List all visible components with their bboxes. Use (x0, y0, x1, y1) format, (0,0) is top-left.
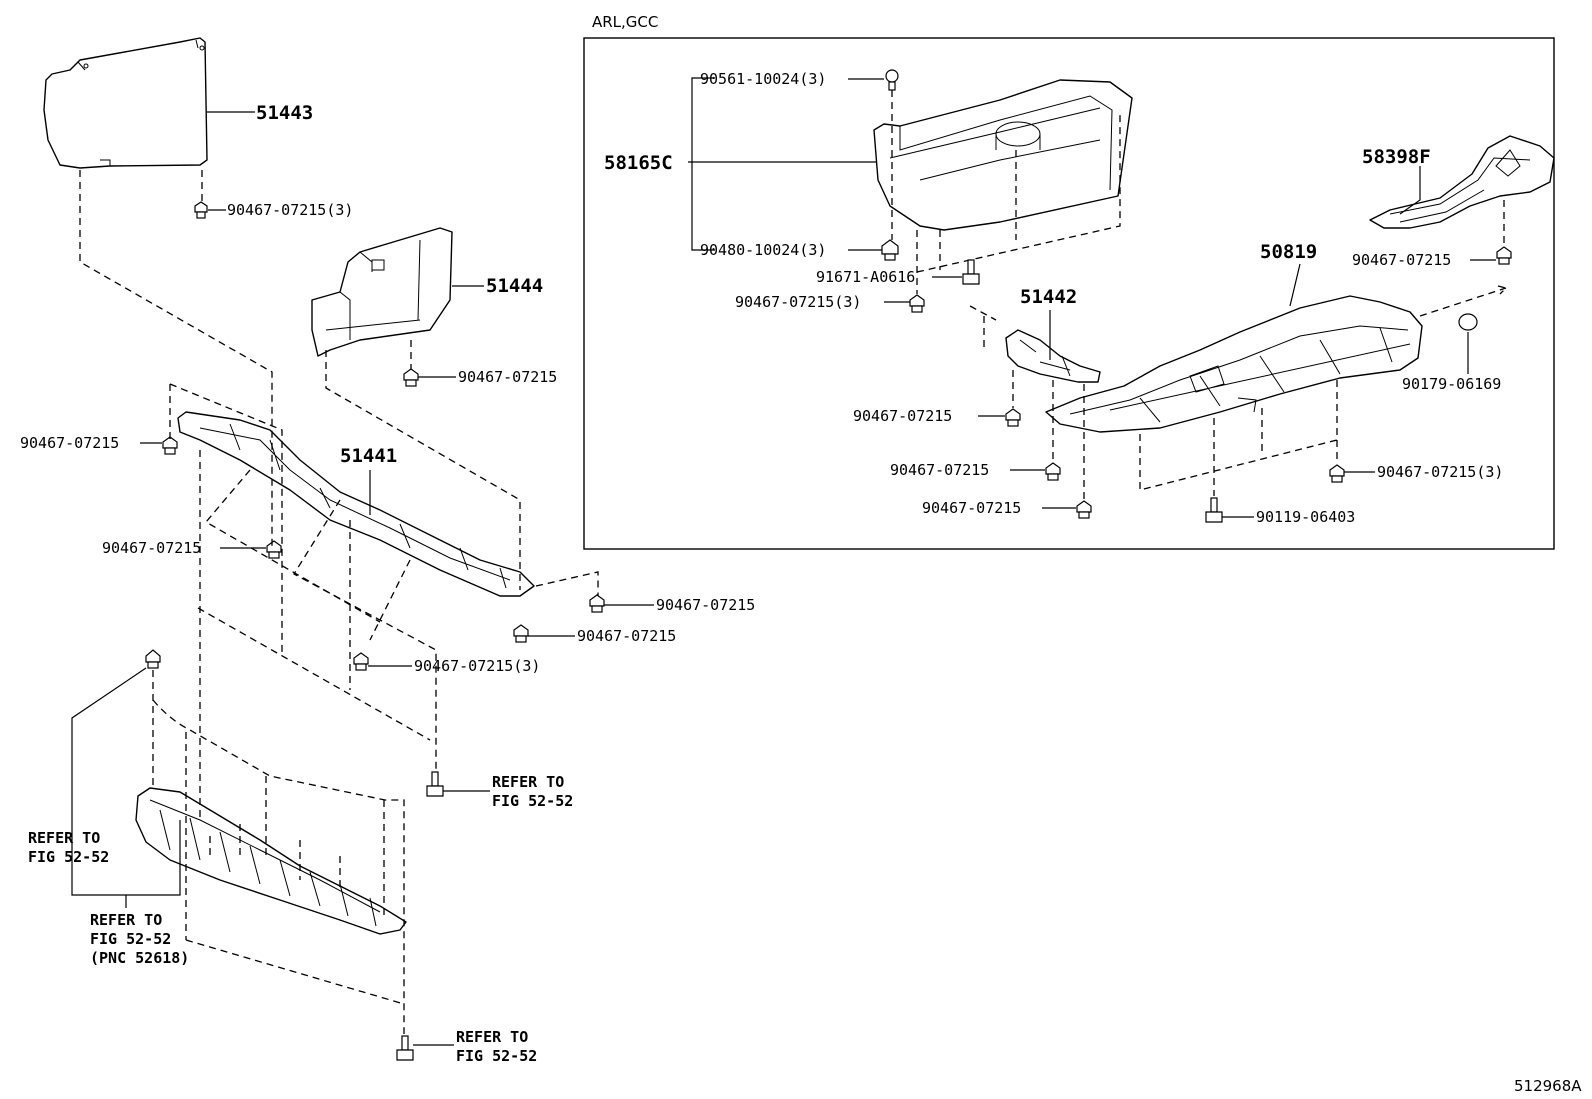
fastener-label-f9: 90561-10024(3) (700, 70, 826, 88)
ref-r2-line2: FIG 52-52 (28, 848, 109, 866)
fastener-label-f2: 90467-07215 (458, 368, 557, 386)
ref-r1-line1: REFER TO (492, 773, 564, 791)
part-51444-cover[interactable] (311, 227, 453, 357)
clip-icon (1045, 462, 1061, 481)
inset-title: ARL,GCC (592, 13, 658, 31)
ref-r4-line1: REFER TO (456, 1028, 528, 1046)
fastener-label-f14: 90467-07215 (890, 461, 989, 479)
fastener-label-f7: 90467-07215 (1352, 251, 1451, 269)
fastener-label-f3: 90467-07215 (20, 434, 119, 452)
clip-icon (513, 624, 529, 643)
part-58165c-tray[interactable] (873, 79, 1133, 231)
fastener-label-f10: 90480-10024(3) (700, 241, 826, 259)
part-51443-shield[interactable] (43, 37, 208, 169)
clip-icon (1076, 500, 1092, 519)
fastener-label-f12: 91671-A0616 (816, 268, 915, 286)
fastener-label-f13: 90467-07215 (853, 407, 952, 425)
fastener-label-f17: 90179-06169 (1402, 375, 1501, 393)
ref-r3-line2: FIG 52-52 (90, 930, 171, 948)
fastener-label-f1: 90467-07215(3) (227, 201, 353, 219)
pnc-51441: 51441 (340, 445, 397, 467)
part-58398f-bracket[interactable] (1369, 135, 1555, 229)
clip-icon (353, 652, 369, 671)
bolt-icon (396, 1035, 414, 1061)
fastener-label-f6: 90467-07215 (577, 627, 676, 645)
clip-icon (909, 294, 925, 313)
grommet-icon (1458, 313, 1478, 331)
ref-r3-line1: REFER TO (90, 911, 162, 929)
part-lower-undercover[interactable] (135, 787, 407, 935)
inset-frame (583, 37, 1555, 550)
fastener-label-f5: 90467-07215 (656, 596, 755, 614)
clip-icon (162, 436, 178, 455)
pnc-51444: 51444 (486, 275, 543, 297)
fastener-label-f15: 90467-07215 (922, 499, 1021, 517)
clip-icon (1329, 464, 1345, 483)
fastener-label-f18: 90467-07215(3) (1377, 463, 1503, 481)
pnc-58398f: 58398F (1362, 146, 1431, 168)
bolt-icon (1205, 497, 1223, 523)
bolt-icon (426, 771, 444, 797)
clip-icon (266, 540, 282, 559)
clip-icon (1496, 246, 1512, 265)
clip-icon (194, 201, 208, 219)
pnc-50819: 50819 (1260, 241, 1317, 263)
pnc-51442: 51442 (1020, 286, 1077, 308)
part-51441-bar[interactable] (177, 411, 535, 597)
clip-icon (403, 368, 419, 387)
assembly-dash-lines-left (79, 170, 599, 1034)
clip-icon (589, 594, 605, 613)
part-51442-bracket[interactable] (1005, 329, 1101, 383)
ref-r3-line3: (PNC 52618) (90, 949, 189, 967)
bolt-icon (962, 259, 980, 285)
diagram-id: 512968A (1514, 1077, 1582, 1095)
pnc-58165c: 58165C (604, 152, 673, 174)
clip-icon (885, 69, 899, 91)
ref-r1-line2: FIG 52-52 (492, 792, 573, 810)
fastener-label-f11: 90467-07215(3) (735, 293, 861, 311)
fastener-label-f4: 90467-07215 (102, 539, 201, 557)
bolt-icon (145, 649, 161, 669)
ref-r4-line2: FIG 52-52 (456, 1047, 537, 1065)
pnc-51443: 51443 (256, 102, 313, 124)
ref-r2-line1: REFER TO (28, 829, 100, 847)
clip-icon (881, 239, 899, 261)
fastener-label-f8: 90467-07215(3) (414, 657, 540, 675)
clip-icon (1005, 408, 1021, 427)
part-50819-undercover[interactable] (1045, 295, 1423, 433)
fastener-label-f19: 90119-06403 (1256, 508, 1355, 526)
